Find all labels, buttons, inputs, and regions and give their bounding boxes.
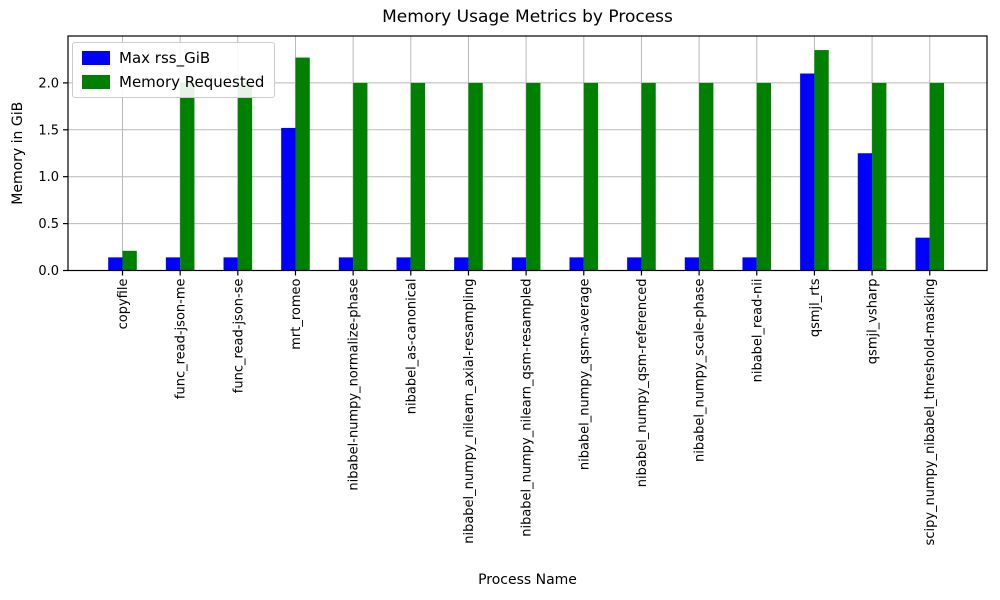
bar-memory-requested — [641, 82, 656, 271]
bar-max-rss-gib — [684, 257, 700, 271]
y-tick-label: 0.0 — [38, 264, 59, 279]
y-axis-title: Memory in GiB — [10, 102, 26, 205]
bar-memory-requested — [410, 82, 426, 271]
x-tick-label: nibabel_numpy_nilearn_qsm-resampled — [520, 279, 535, 537]
bar-memory-requested — [583, 82, 599, 271]
bar-max-rss-gib — [223, 257, 238, 271]
x-tick-label: qsmjl_vsharp — [866, 279, 881, 365]
bar-memory-requested — [353, 82, 368, 271]
bar-memory-requested — [756, 82, 772, 271]
bar-memory-requested — [929, 82, 945, 271]
bar-memory-requested — [526, 82, 541, 271]
bar-max-rss-gib — [511, 257, 527, 271]
bar-max-rss-gib — [627, 257, 642, 271]
bar-memory-requested — [699, 82, 714, 271]
y-tick-label: 1.5 — [38, 123, 59, 138]
x-tick-label: scipy_numpy_nibabel_threshold-masking — [923, 279, 938, 546]
x-tick-label: mrt_romeo — [289, 278, 304, 349]
x-tick-label: qsmjl_rts — [808, 278, 823, 337]
x-axis-title: Process Name — [478, 572, 577, 588]
bar-memory-requested — [237, 82, 253, 271]
bar-max-rss-gib — [338, 257, 354, 271]
x-tick-label: func_read-json-se — [231, 279, 246, 394]
legend-label: Max rss_GiB — [119, 49, 211, 67]
bar-memory-requested — [872, 82, 887, 271]
x-tick-label: func_read-json-me — [174, 279, 189, 400]
bar-max-rss-gib — [800, 73, 815, 271]
bar-memory-requested — [122, 250, 137, 271]
legend-swatch — [82, 75, 110, 89]
bar-max-rss-gib — [165, 257, 181, 271]
x-tick-label: nibabel_numpy_qsm-referenced — [635, 279, 650, 488]
bar-max-rss-gib — [742, 257, 757, 271]
legend-swatch — [82, 51, 110, 65]
y-tick-label: 1.0 — [38, 170, 59, 185]
x-tick-label: nibabel_as-canonical — [404, 279, 419, 415]
x-tick-label: copyfile — [116, 279, 131, 330]
y-tick-label: 2.0 — [38, 76, 59, 91]
x-tick-label: nibabel_numpy_scale-phase — [693, 279, 708, 462]
axes-spine — [67, 35, 988, 272]
legend-item: Memory Requested — [82, 73, 264, 91]
bar-max-rss-gib — [108, 257, 123, 271]
legend-label: Memory Requested — [119, 73, 265, 91]
x-tick-label: nibabel-numpy_normalize-phase — [347, 279, 362, 491]
bar-max-rss-gib — [915, 237, 930, 271]
legend: Max rss_GiB Memory Requested — [72, 42, 276, 98]
bar-max-rss-gib — [857, 153, 873, 271]
x-tick-label: nibabel_read-nii — [750, 279, 765, 383]
bar-memory-requested — [468, 82, 483, 271]
x-tick-label: nibabel_numpy_nilearn_axial-resampling — [462, 278, 477, 543]
y-tick-label: 0.5 — [38, 217, 59, 232]
bar-max-rss-gib — [281, 127, 296, 271]
bar-memory-requested — [814, 50, 829, 271]
x-tick-label: nibabel_numpy_qsm-average — [577, 279, 592, 471]
legend-item: Max rss_GiB — [82, 49, 264, 67]
bar-max-rss-gib — [396, 257, 411, 271]
bar-max-rss-gib — [569, 257, 584, 271]
bar-max-rss-gib — [454, 257, 469, 271]
bar-memory-requested — [295, 57, 310, 271]
bar-memory-requested — [180, 82, 195, 271]
chart-title: Memory Usage Metrics by Process — [382, 7, 673, 27]
